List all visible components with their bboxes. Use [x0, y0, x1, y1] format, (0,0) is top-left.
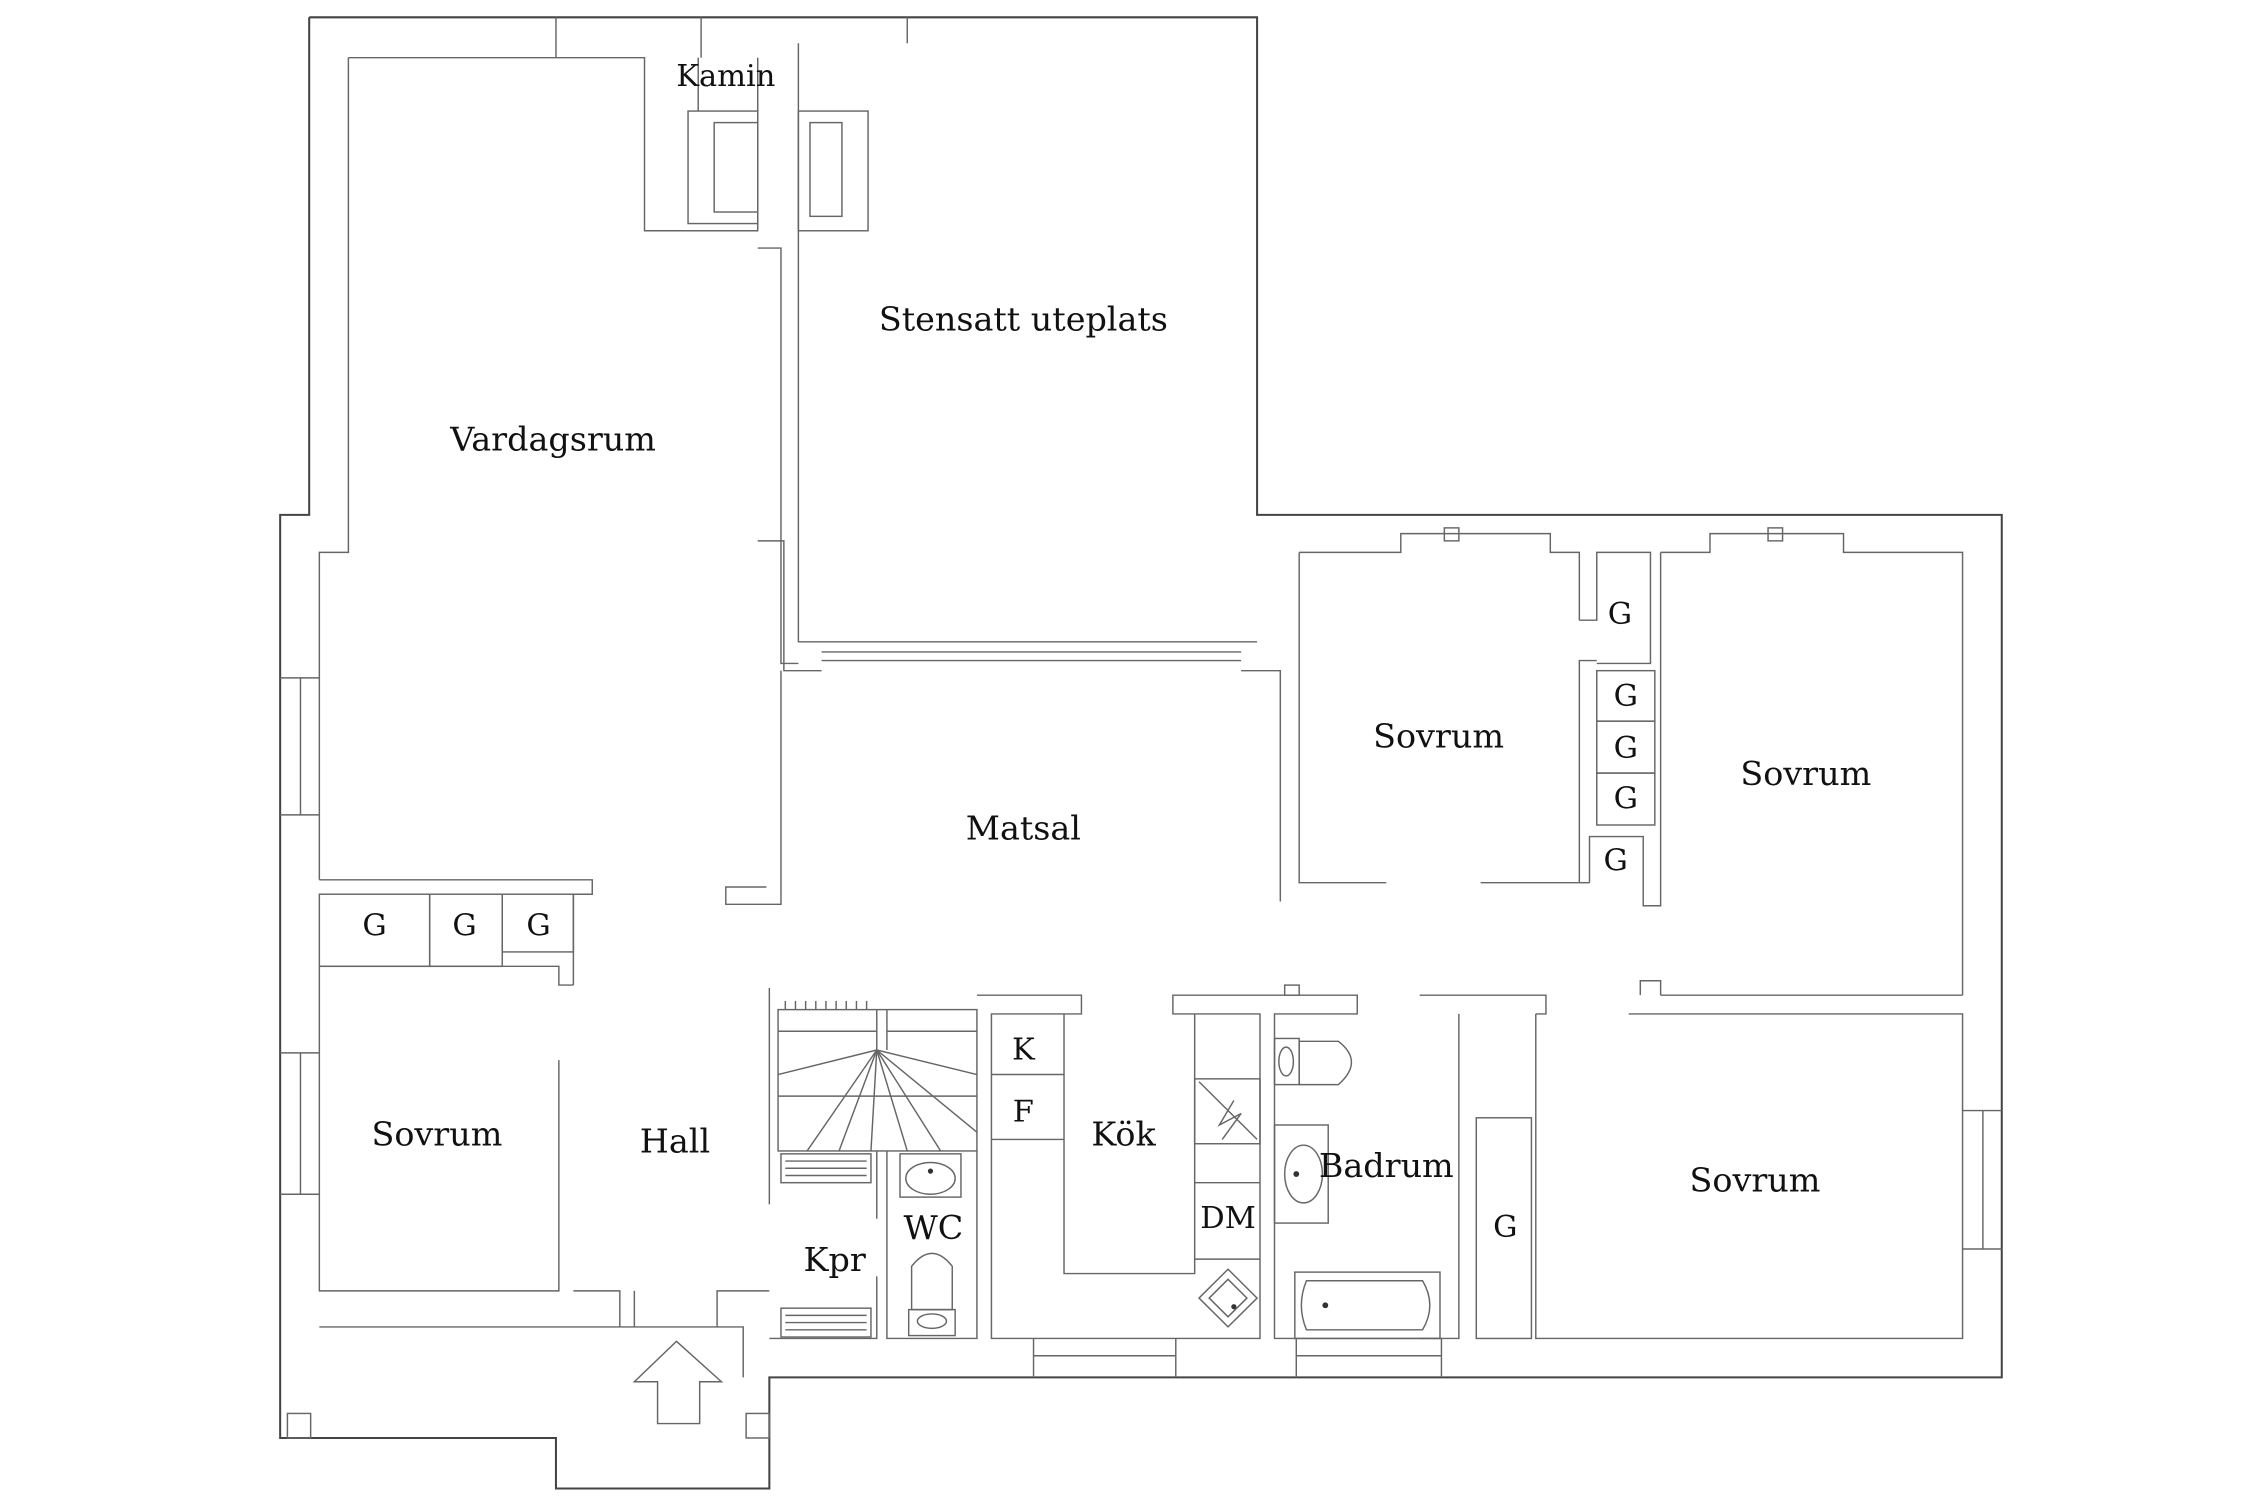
shelf-units — [780, 1153, 872, 1338]
label-kamin: Kamin — [676, 59, 775, 94]
label-matsal: Matsal — [966, 809, 1081, 848]
label-vardagsrum: Vardagsrum — [449, 419, 656, 458]
label-sovrum-top-right: Sovrum — [1740, 754, 1871, 793]
bathtub — [1294, 1271, 1441, 1340]
label-sovrum-left: Sovrum — [371, 1115, 502, 1154]
label-kok: Kök — [1091, 1115, 1156, 1154]
label-uteplats: Stensatt uteplats — [879, 300, 1168, 339]
label-frys: F — [1013, 1095, 1034, 1130]
label-garderob: G — [1493, 1210, 1517, 1245]
label-wc: WC — [903, 1208, 963, 1247]
label-garderob: G — [1614, 731, 1638, 766]
interior-walls — [280, 527, 2002, 1439]
wc-toilet — [907, 1252, 956, 1337]
label-hall: Hall — [640, 1122, 710, 1161]
staircase — [777, 1000, 978, 1152]
kitchen-sink — [1197, 1268, 1259, 1328]
label-sovrum-top-middle: Sovrum — [1373, 717, 1504, 756]
label-garderob: G — [1614, 782, 1638, 817]
label-garderob: G — [1608, 597, 1632, 632]
bath-sink — [1273, 1124, 1329, 1224]
label-garderob: G — [362, 908, 386, 943]
plan-drawing: Kamin Stensatt uteplats Vardagsrum Matsa… — [279, 16, 2003, 1490]
stove — [1198, 1081, 1258, 1140]
bath-toilet — [1273, 1037, 1353, 1086]
entrance-arrow-icon — [632, 1340, 724, 1425]
label-sovrum-bottom-right: Sovrum — [1690, 1161, 1821, 1200]
label-garderob: G — [526, 908, 550, 943]
label-diskmaskin: DM — [1200, 1201, 1256, 1236]
label-kyl: K — [1012, 1032, 1036, 1067]
fireplace — [687, 57, 869, 232]
outer-walls — [279, 16, 2003, 1490]
label-garderob: G — [1614, 679, 1638, 714]
wc-sink — [899, 1153, 962, 1198]
label-kpr: Kpr — [804, 1240, 866, 1279]
label-garderob: G — [452, 908, 476, 943]
label-badrum: Badrum — [1319, 1146, 1454, 1185]
label-garderob: G — [1603, 844, 1627, 879]
